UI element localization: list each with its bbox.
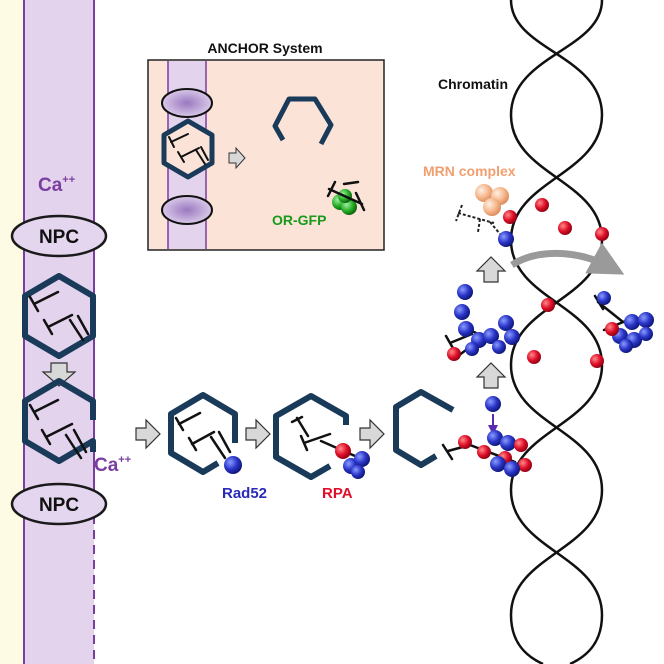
dna-strand-icon (28, 398, 88, 460)
process-arrow-icon (245, 418, 271, 450)
hexagon-cage-icon (22, 273, 96, 359)
npc-bottom: NPC (10, 482, 108, 526)
npc-top: NPC (10, 214, 108, 258)
npc-inset-top (161, 88, 213, 118)
process-arrow-icon (228, 146, 246, 170)
cage-stage-2 (22, 378, 96, 464)
orgfp-complex-icon (326, 180, 366, 215)
process-arrow-icon (475, 256, 507, 283)
svg-text:NPC: NPC (39, 495, 79, 516)
inset-title: ANCHOR System (207, 40, 322, 56)
process-arrow-icon (475, 362, 507, 389)
chromatin-label: Chromatin (438, 76, 508, 92)
process-arrow-icon (41, 362, 77, 387)
rad52-protein-icon (498, 231, 514, 247)
cage-stage-5 (393, 389, 532, 477)
anchor-inset: ANCHOR System OR-GFP (147, 40, 385, 251)
rpa-protein-icon (335, 443, 351, 459)
rad52-protein-icon (485, 396, 501, 412)
process-arrow-icon (359, 418, 385, 450)
dna-strand-icon (168, 133, 209, 165)
rad52-protein-icon (351, 465, 365, 479)
rad52-protein-icon (224, 456, 242, 474)
hexagon-cage-icon (272, 96, 334, 146)
cage-stage-3 (168, 392, 242, 475)
rad52-cluster-right (593, 291, 654, 353)
cage-stage-1 (22, 273, 96, 359)
dna-strand-icon (28, 290, 90, 342)
npc-inset-bottom (161, 195, 213, 225)
hexagon-cage-icon (168, 392, 238, 475)
cytoplasm-strip (0, 0, 24, 664)
process-arrow-icon (135, 418, 161, 450)
mrn-label: MRN complex (423, 163, 516, 179)
rad52-cluster-mid (444, 284, 520, 361)
dna-strand-icon (174, 411, 232, 460)
rad52-label: Rad52 (222, 485, 267, 502)
calcium-label-mid: Ca++ (94, 454, 131, 476)
nuclear-envelope (24, 0, 94, 664)
chromatin-fiber (509, 0, 604, 664)
hexagon-cage-icon (273, 393, 349, 480)
curved-arrow-icon (510, 242, 625, 275)
calcium-label-top: Ca++ (38, 174, 75, 196)
cage-stage-4 (273, 393, 370, 480)
hexagon-cage-icon (22, 378, 96, 464)
svg-text:NPC: NPC (39, 227, 79, 248)
rpa-on-chromatin (514, 198, 609, 452)
mrn-complex-icon (455, 184, 517, 247)
hexagon-cage-icon (393, 389, 455, 468)
hexagon-cage-icon (161, 118, 215, 180)
rad52-protein-icon (354, 451, 370, 467)
rpa-label: RPA (322, 485, 353, 502)
orgfp-label: OR-GFP (272, 212, 326, 228)
